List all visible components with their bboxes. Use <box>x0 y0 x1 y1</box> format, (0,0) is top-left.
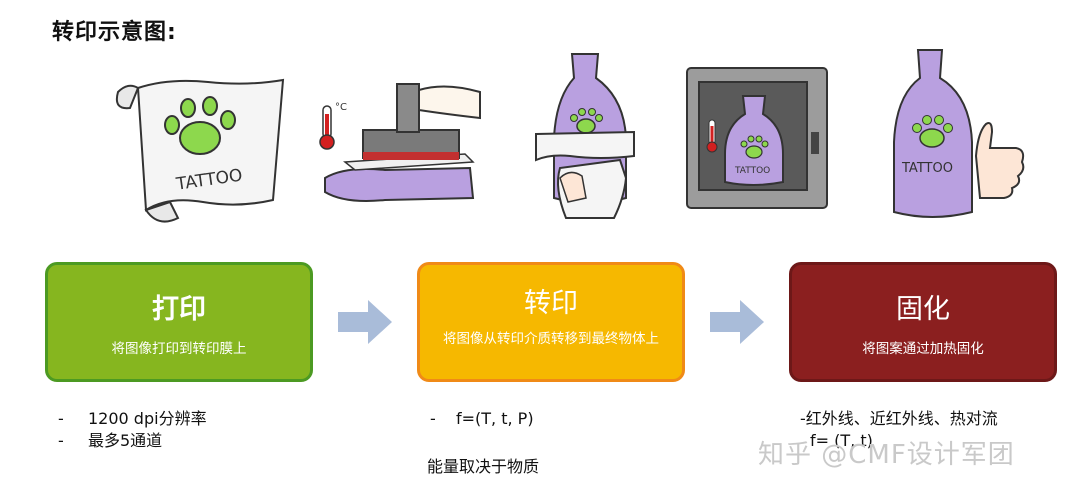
transfer-note-extra: 能量取决于物质 <box>427 457 540 476</box>
print-note-item: -1200 dpi分辨率 <box>58 409 207 428</box>
step-print-title: 打印 <box>152 294 206 325</box>
oven-tattoo-text: TATTOO <box>734 166 770 176</box>
step-transfer-desc: 将图像从转印介质转移到最终物体上 <box>443 331 659 347</box>
curing-oven-illustration: TATTOO <box>686 67 828 209</box>
temperature-unit: °C <box>335 102 347 113</box>
step-transfer-title: 转印 <box>524 288 578 319</box>
print-note-item: -最多5通道 <box>58 431 163 450</box>
step-print-box: 打印 将图像打印到转印膜上 <box>45 262 313 382</box>
step-cure-desc: 将图案通过加热固化 <box>862 341 984 357</box>
peel-transfer-illustration <box>535 53 635 219</box>
step-cure-title: 固化 <box>896 294 950 325</box>
cure-note-line1: -红外线、近红外线、热对流 <box>800 409 998 428</box>
tattoo-paper-illustration: TATTOO <box>115 78 285 223</box>
arrow-right-icon <box>338 300 392 344</box>
step-print-desc: 将图像打印到转印膜上 <box>111 341 247 357</box>
cure-note-line2: f= (T, t) <box>810 431 873 450</box>
watermark: 知乎 @CMF设计军团 <box>758 440 1015 470</box>
page-title: 转印示意图: <box>52 20 177 45</box>
step-transfer-box: 转印 将图像从转印介质转移到最终物体上 <box>417 262 685 382</box>
step-cure-box: 固化 将图案通过加热固化 <box>789 262 1057 382</box>
bottle-tattoo-text: TATTOO <box>901 161 953 176</box>
finished-bottle-illustration: TATTOO <box>893 49 1025 218</box>
arrow-right-icon <box>710 300 764 344</box>
transfer-note-formula: -f=(T, t, P) <box>430 409 534 428</box>
press-transfer-illustration: °C <box>319 83 481 202</box>
print-notes: -1200 dpi分辨率 -最多5通道 <box>58 408 207 452</box>
